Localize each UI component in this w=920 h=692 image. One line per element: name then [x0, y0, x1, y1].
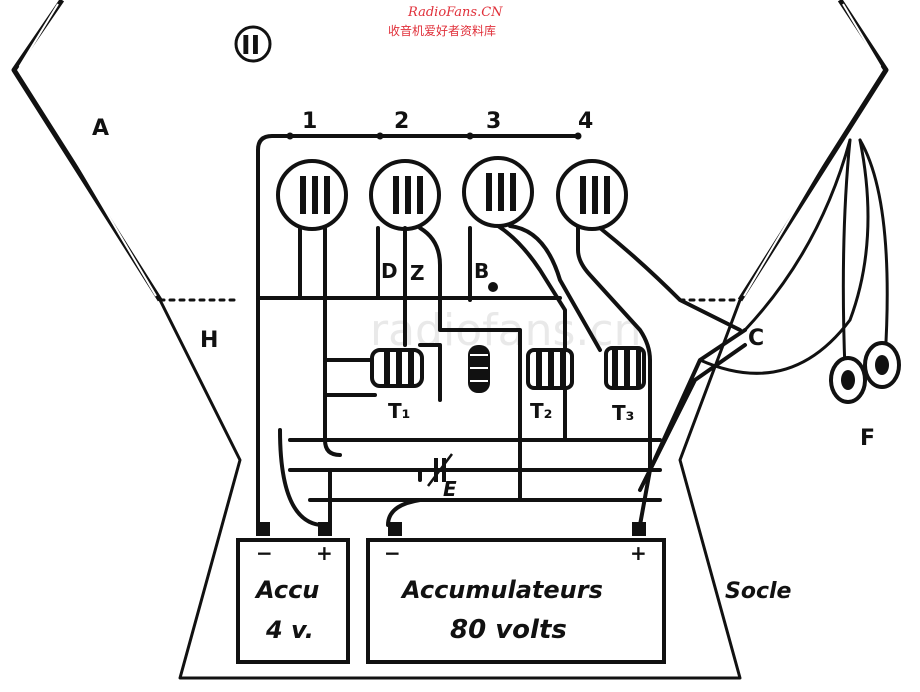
terminal-b: [488, 282, 498, 292]
label-t1: T₁: [388, 399, 410, 423]
accu-plus: +: [316, 541, 333, 565]
resistor-bias: [468, 345, 490, 393]
label-f: F: [860, 426, 875, 451]
main-label: Accumulateurs: [400, 576, 603, 604]
tube-number-3: 3: [486, 109, 501, 134]
main-voltage: 80 volts: [450, 615, 567, 645]
label-b: B: [474, 259, 489, 283]
wiring: [256, 138, 889, 527]
headphones-icon: [829, 341, 901, 404]
accu-voltage: 4 v.: [265, 616, 314, 644]
socle-outline: [158, 298, 742, 680]
label-d: D: [381, 259, 398, 283]
figure-number: II: [234, 25, 272, 63]
battery-accumulateurs-80v: − + Accumulateurs 80 volts: [366, 522, 666, 664]
tube-number-1: 1: [302, 109, 317, 134]
battery-accu-4v: − + Accu 4 v.: [236, 522, 350, 664]
svg-text:II: II: [241, 31, 260, 61]
tube-3: [462, 156, 534, 228]
transformer-t3: T₃: [604, 346, 646, 425]
accu-label: Accu: [254, 576, 319, 604]
tube-number-4: 4: [578, 109, 593, 134]
tube-2: [369, 159, 441, 231]
tube-1: [276, 159, 348, 231]
accu-minus: −: [256, 541, 273, 565]
label-h: H: [200, 328, 218, 353]
watermark-chinese: 收音机爱好者资料库: [388, 23, 496, 38]
label-c: C: [748, 326, 764, 351]
main-minus: −: [384, 541, 401, 565]
top-bus: 1 2 3 4: [256, 109, 593, 302]
label-t2: T₂: [530, 399, 552, 423]
label-e: E: [443, 477, 457, 501]
tube-number-2: 2: [394, 109, 409, 134]
frame-aerial: [11, 0, 889, 302]
label-socle: Socle: [725, 579, 792, 604]
transformer-t1: T₁: [370, 348, 424, 423]
label-t3: T₃: [612, 401, 634, 425]
label-a: A: [92, 116, 109, 141]
label-z: Z: [410, 261, 425, 285]
transformer-t2: T₂: [526, 348, 574, 423]
main-plus: +: [630, 541, 647, 565]
tube-4: [556, 159, 628, 231]
watermark-site: RadioFans.CN: [407, 5, 503, 20]
